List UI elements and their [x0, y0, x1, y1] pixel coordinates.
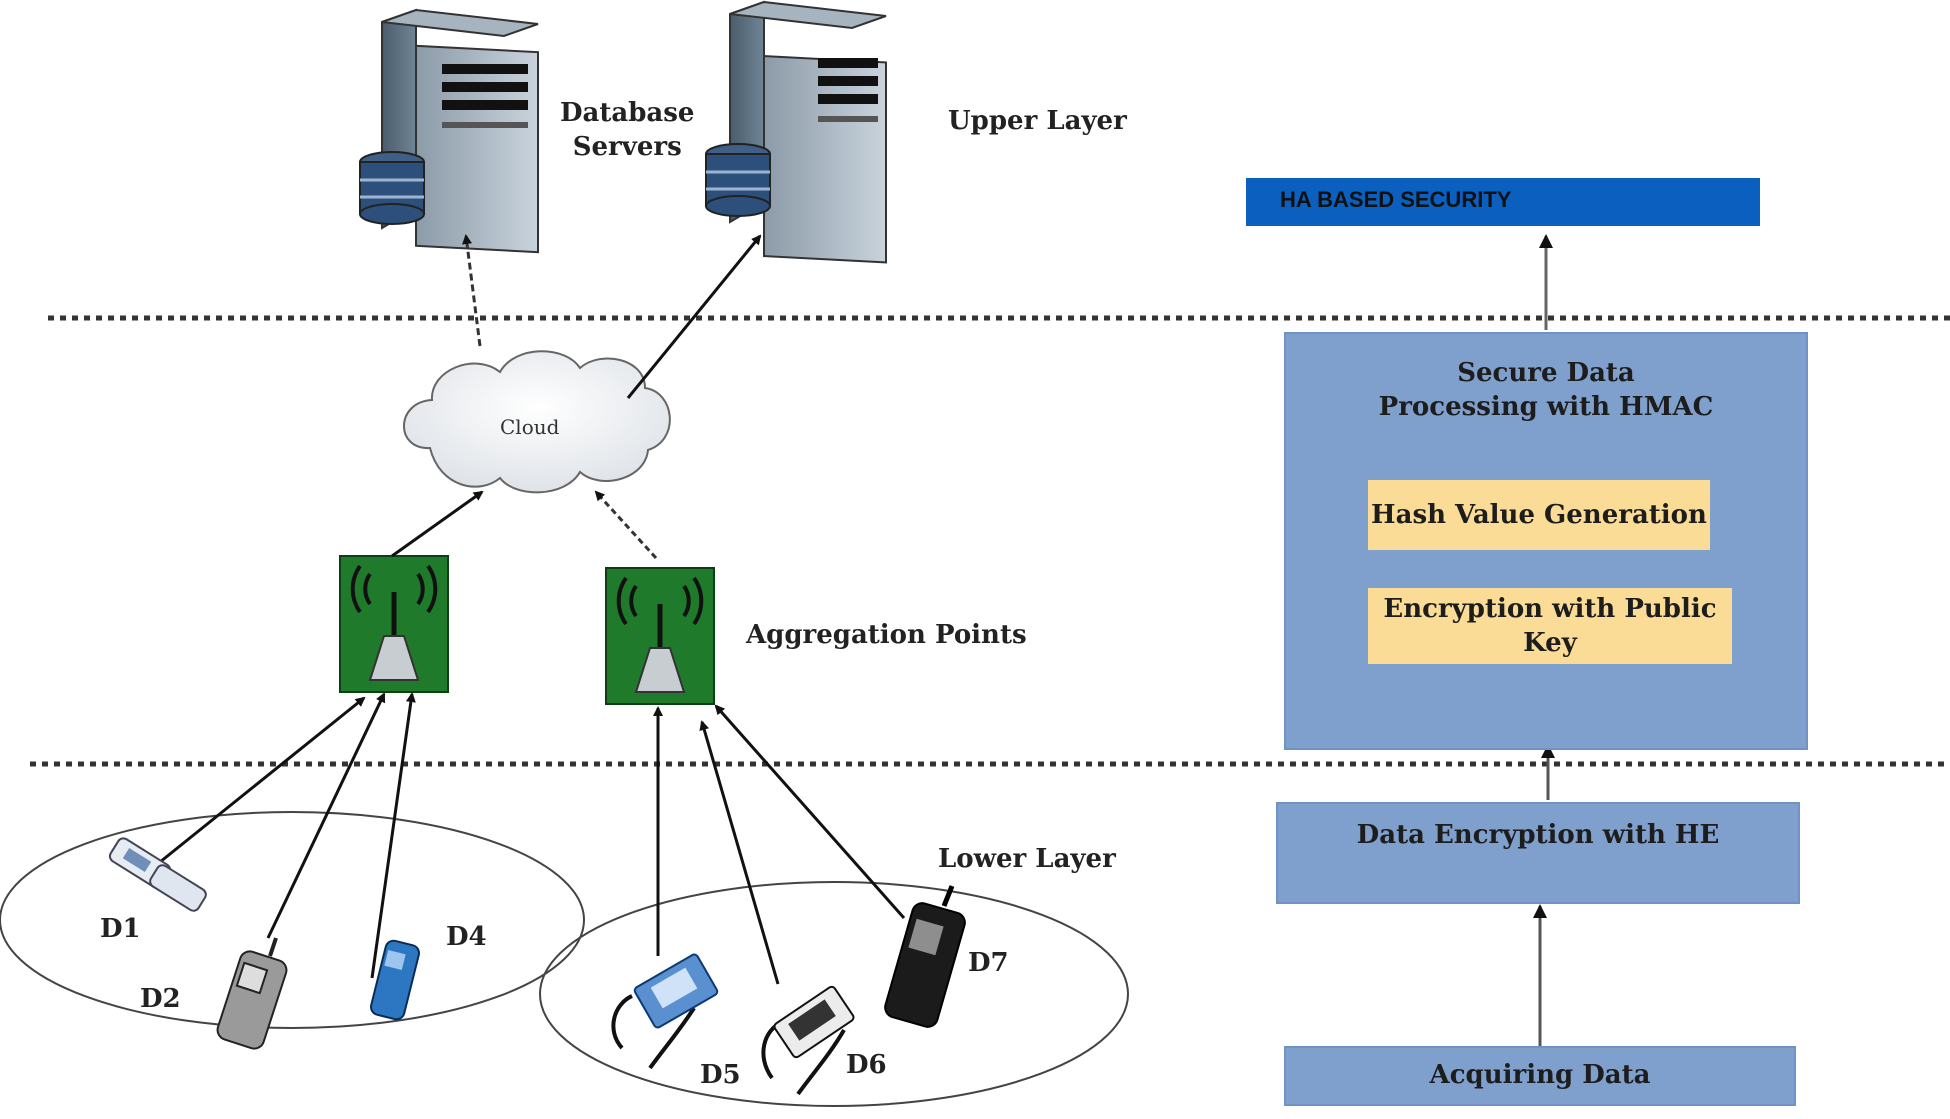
- d7-mobile-phone-icon: [884, 885, 966, 1028]
- data-encryption-he-box: Data Encryption with HE: [1276, 802, 1800, 904]
- encryption-public-key-step: Encryption with Public Key: [1368, 588, 1732, 664]
- acquiring-data-box: Acquiring Data: [1284, 1046, 1796, 1106]
- agg2-to-cloud-arrow: [594, 490, 658, 560]
- device-group-1-ellipse: [0, 811, 585, 1029]
- secure-processing-title: Secure Data Processing with HMAC: [1378, 358, 1714, 422]
- device-label-d4: D4: [446, 922, 487, 952]
- secure-processing-box: Secure Data Processing with HMAC Hash Va…: [1284, 332, 1808, 750]
- aggregation-point-2-icon: [605, 567, 715, 705]
- device-label-d6: D6: [846, 1050, 887, 1080]
- d2-mobile-phone-icon: [216, 937, 288, 1050]
- ha-based-security-bar: HA BASED SECURITY: [1246, 178, 1760, 226]
- cloud-icon: [403, 350, 671, 494]
- ha-based-security-label: HA BASED SECURITY: [1280, 187, 1512, 212]
- upper-layer-server-icon: [705, 0, 887, 264]
- cloud-label: Cloud: [500, 415, 560, 439]
- device-group-2-ellipse: [539, 881, 1129, 1107]
- d2-to-agg1-arrow: [266, 692, 386, 939]
- aggregation-points-label: Aggregation Points: [746, 620, 1027, 650]
- d5-handheld-device-icon: [611, 953, 719, 1070]
- database-servers-label: Database Servers: [560, 98, 695, 162]
- agg1-to-cloud-arrow: [391, 490, 484, 558]
- device-label-d2: D2: [140, 984, 181, 1014]
- d7-to-agg2-arrow: [714, 704, 906, 919]
- device-label-d1: D1: [100, 914, 141, 944]
- upper-layer-label: Upper Layer: [948, 106, 1127, 136]
- d6-to-agg2-arrow: [699, 720, 780, 985]
- d1-to-agg1-arrow: [159, 696, 366, 864]
- d4-to-agg1-arrow: [370, 692, 416, 979]
- database-server-1-icon: [359, 8, 539, 254]
- d6-handheld-device-icon: [761, 985, 855, 1096]
- aggregation-point-1-icon: [339, 555, 449, 693]
- lower-layer-label: Lower Layer: [938, 844, 1116, 874]
- d4-mobile-phone-icon: [370, 939, 420, 1021]
- hash-generation-step: Hash Value Generation: [1368, 480, 1710, 550]
- d1-flip-phone-icon: [108, 837, 207, 912]
- data-encryption-he-label: Data Encryption with HE: [1356, 820, 1720, 850]
- device-label-d7: D7: [968, 948, 1009, 978]
- device-label-d5: D5: [700, 1060, 741, 1090]
- cloud-to-db-arrow: [462, 234, 482, 347]
- acquiring-data-label: Acquiring Data: [1429, 1060, 1651, 1090]
- cloud-to-upper-arrow: [626, 234, 762, 399]
